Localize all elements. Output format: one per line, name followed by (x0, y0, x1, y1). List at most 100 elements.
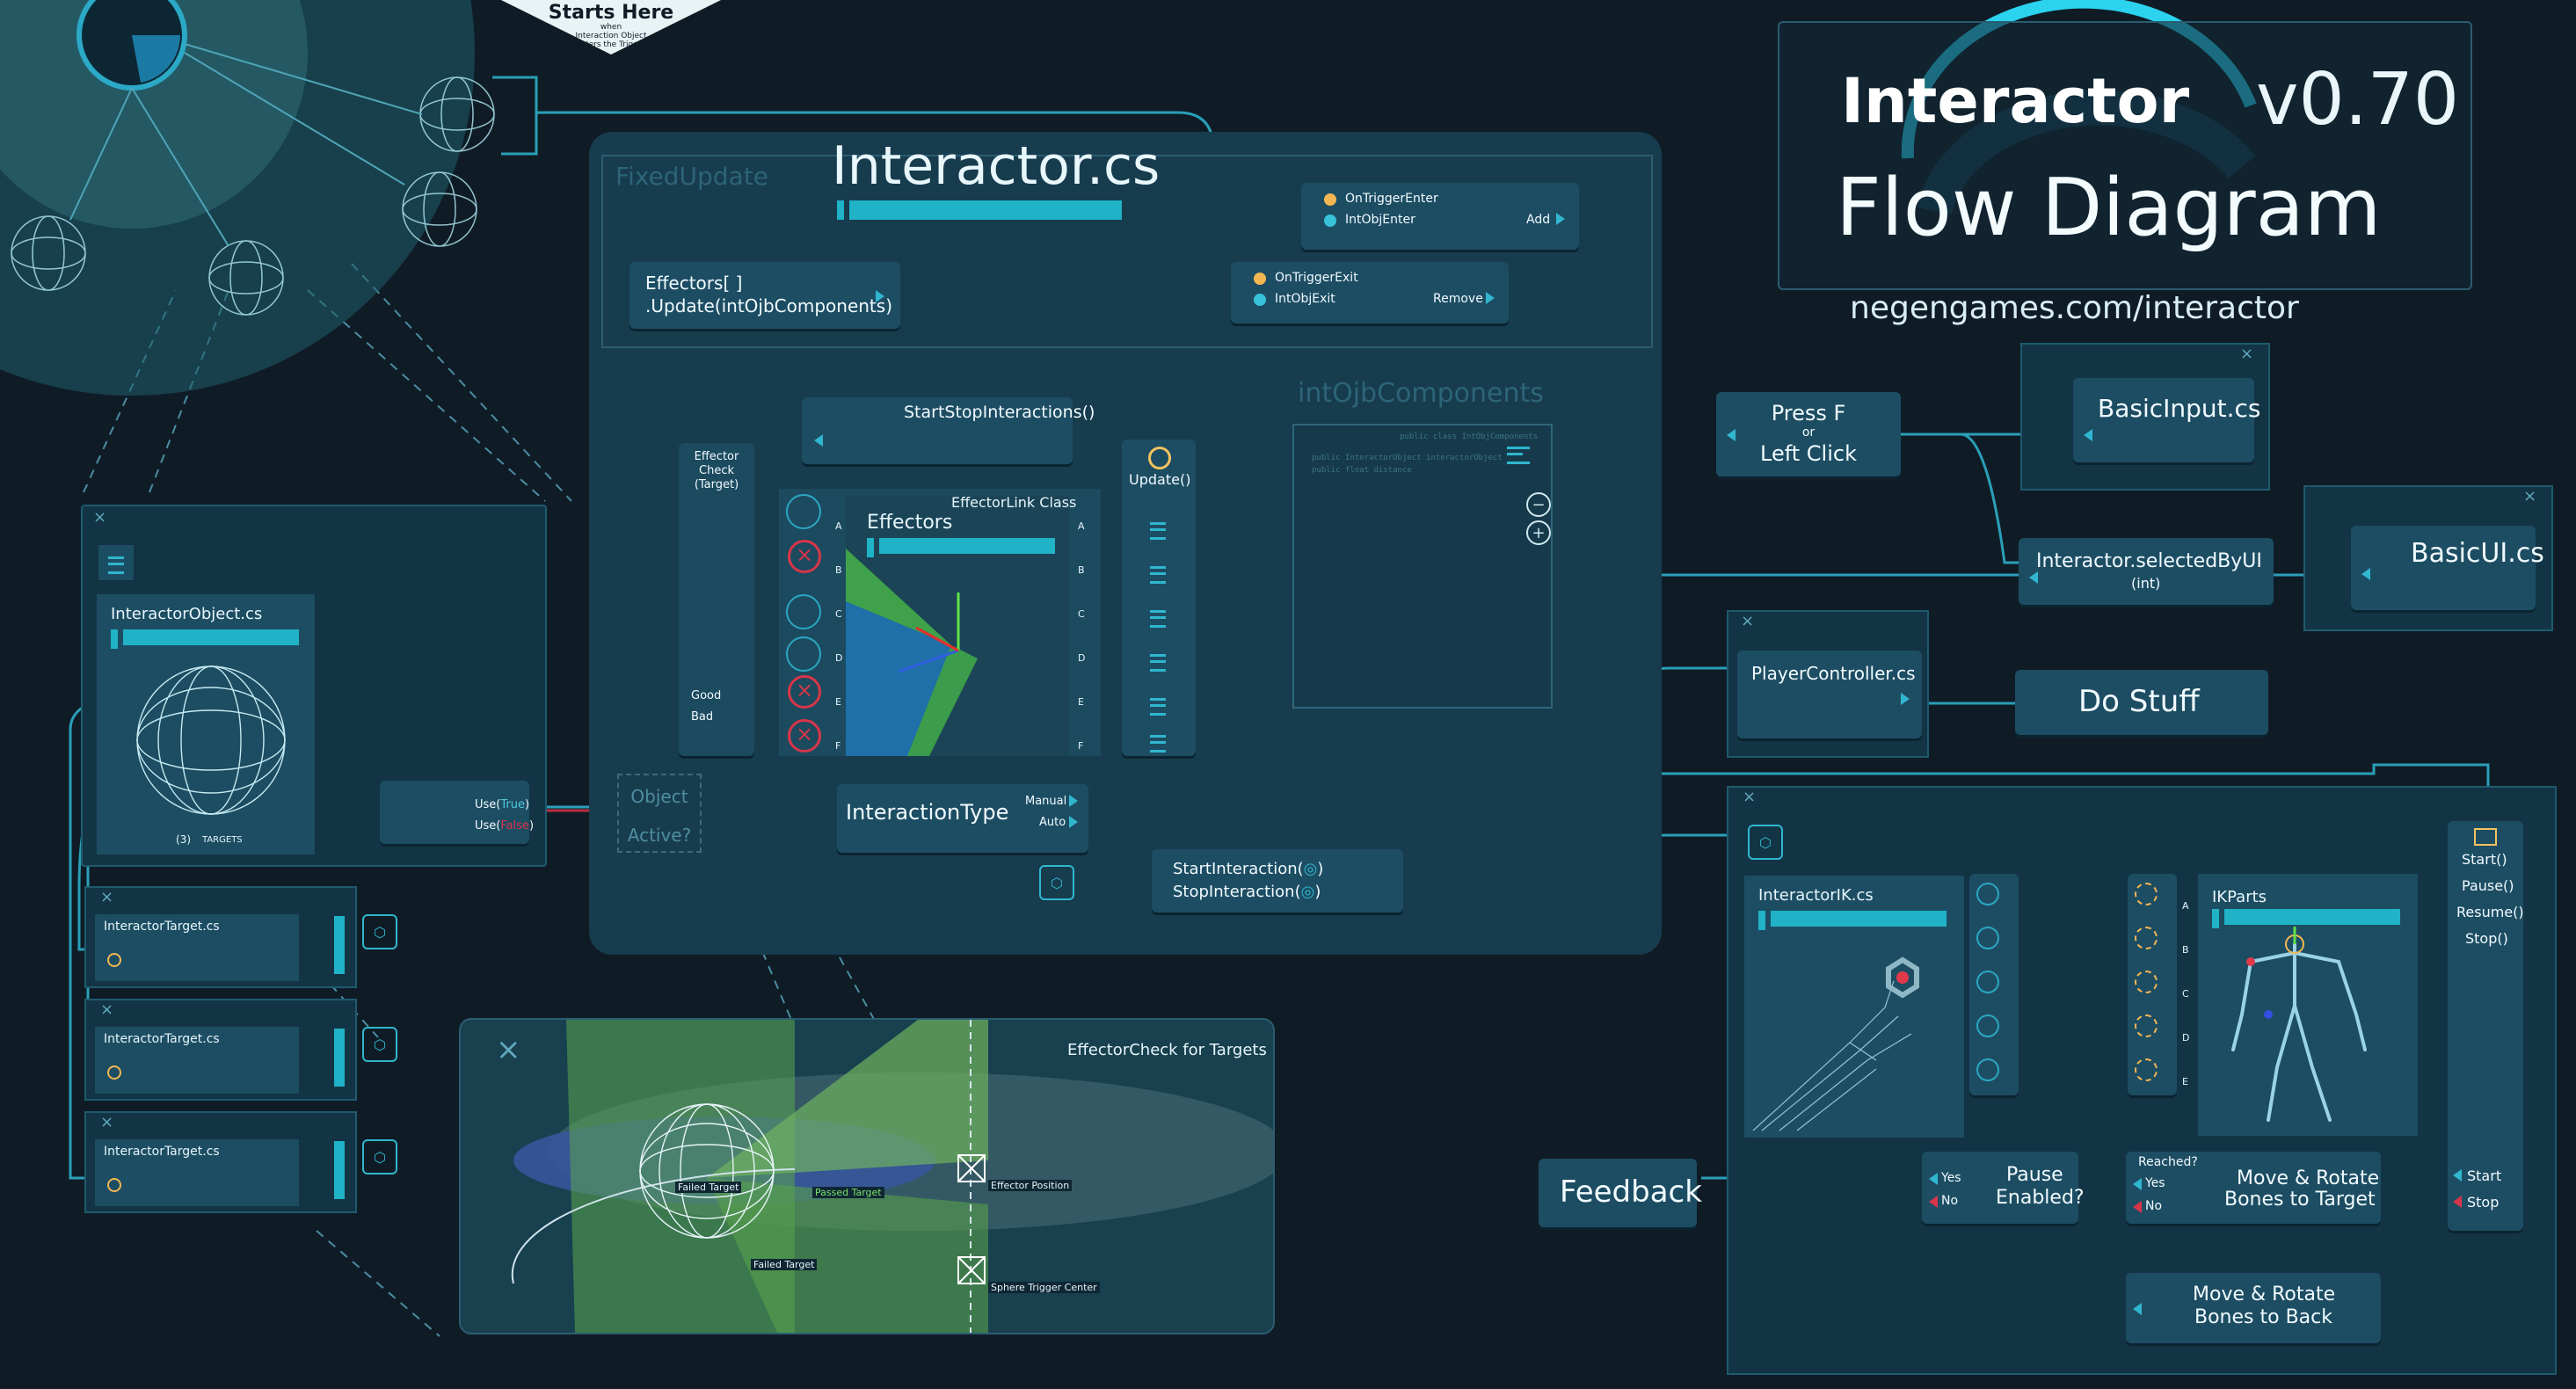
hex-link-icon[interactable]: ⬡ (362, 1139, 397, 1174)
int-obj-exit: IntObjExit (1275, 292, 1335, 306)
manual-arrow-icon (1069, 795, 1078, 807)
ik-slot-icon (1976, 927, 1999, 949)
ik-slot-dashed-icon (2135, 1014, 2158, 1037)
trigger-exit-node[interactable]: OnTriggerExit IntObjExit Remove (1231, 262, 1509, 324)
player-controller-node[interactable]: PlayerController.cs (1737, 651, 1922, 738)
ik-slot-dashed-icon (2135, 883, 2158, 905)
close-paren: ) (1314, 883, 1321, 901)
do-stuff-node[interactable]: Do Stuff (2015, 670, 2268, 735)
row-letters-right: A B C D E F (1078, 489, 1090, 756)
effector-check-title: EffectorCheck for Targets (1067, 1041, 1267, 1059)
start-stop-node[interactable]: StartStopInteractions() (802, 397, 1095, 464)
slot-good-icon (786, 494, 821, 529)
input-arrow-icon (2133, 1303, 2142, 1315)
yes-arrow-icon (1929, 1173, 1938, 1185)
output-arrow-icon (1901, 693, 1910, 705)
close-icon[interactable]: × (496, 1032, 521, 1067)
event-hex-icon (1324, 215, 1336, 227)
basic-input-node[interactable]: BasicInput.cs (2073, 378, 2261, 462)
method-stop: Stop() (2465, 930, 2508, 947)
target-panel-1: × InteractorTarget.cs (84, 886, 357, 988)
stop-label: Stop (2467, 1194, 2500, 1211)
start-line-1: when (600, 23, 622, 32)
update-node[interactable]: Update() (1122, 440, 1196, 756)
close-icon[interactable]: × (100, 1000, 114, 1019)
start-interaction-node[interactable]: StartInteraction(◎) StopInteraction(◎) (1152, 849, 1403, 913)
add-circle-icon[interactable]: + (1526, 520, 1551, 545)
target-panel-2: × InteractorTarget.cs (84, 999, 357, 1101)
interaction-type-node[interactable]: InteractionType Manual Auto (837, 784, 1088, 853)
close-icon[interactable]: × (100, 888, 114, 906)
close-icon[interactable]: × (1743, 788, 1757, 806)
move-to-back-node[interactable]: Move & Rotate Bones to Back (2126, 1273, 2381, 1343)
object-active-line1: Object (630, 786, 688, 807)
target-point-icon (107, 1178, 121, 1192)
interactor-ik-name: InteractorIK.cs (1758, 886, 1874, 905)
move-back-line1: Move & Rotate (2193, 1284, 2336, 1305)
fixed-update-frame (601, 155, 1653, 348)
stop-arrow-icon (2453, 1196, 2462, 1208)
hex-link-icon[interactable]: ⬡ (362, 1027, 397, 1062)
effector-check-panel: × EffectorCheck for Targets Failed Targe… (459, 1018, 1275, 1334)
use-true-prefix: Use( (475, 798, 501, 811)
row-b: B (2182, 944, 2189, 956)
ik-parts-bar (2212, 909, 2400, 928)
use-node[interactable]: Use(True) Use(False) (380, 781, 534, 844)
use-true-close: ) (524, 798, 530, 811)
move-to-target-node[interactable]: Reached? Yes No Move & Rotate Bones to T… (2126, 1152, 2381, 1224)
close-icon[interactable]: × (2240, 345, 2254, 363)
app-title: Interactor (1841, 65, 2190, 137)
row-f: F (1078, 740, 1084, 752)
interactor-object-name: InteractorObject.cs (111, 605, 263, 623)
hex-link-icon[interactable]: ⬡ (1039, 865, 1074, 900)
failed-target-label-1: Failed Target (675, 1182, 742, 1193)
close-icon[interactable]: × (93, 508, 107, 527)
input-arrow-icon (2029, 571, 2038, 584)
interactor-object-card: InteractorObject.cs (3) TARGETS (97, 594, 315, 854)
effector-check-line2: Check (699, 464, 734, 477)
press-f-line2: or (1801, 425, 1816, 440)
remove-circle-icon[interactable]: − (1526, 492, 1551, 517)
pause-enabled-node[interactable]: Yes No Pause Enabled? (1922, 1152, 2085, 1224)
target-point-icon (107, 1065, 121, 1080)
website-link[interactable]: negengames.com/interactor (1850, 290, 2299, 326)
circular-icon: ◎ (1300, 883, 1315, 901)
event-hex-icon (1254, 294, 1266, 306)
row-e: E (835, 696, 841, 708)
menu-icon (1150, 522, 1166, 540)
hex-link-icon[interactable]: ⬡ (1748, 825, 1783, 860)
targets-count: (3) (176, 833, 192, 846)
basic-ui-node[interactable]: BasicUI.cs (2351, 526, 2544, 610)
target-slot (334, 1141, 345, 1199)
use-true-label: Use(True) (475, 798, 529, 811)
row-c: C (2182, 988, 2189, 1000)
ik-slot-icon (1976, 1058, 1999, 1081)
ik-slot-icon (1976, 1014, 1999, 1037)
target-panel-3: × InteractorTarget.cs (84, 1111, 357, 1213)
trigger-enter-node[interactable]: OnTriggerEnter IntObjEnter Add (1301, 183, 1579, 250)
start-arrow-icon (2453, 1169, 2462, 1182)
target-icon (1148, 447, 1171, 469)
ik-methods-node[interactable]: Start() Pause() Resume() Stop() Start St… (2448, 821, 2524, 1231)
selected-type-label: (int) (2131, 575, 2161, 592)
selected-by-ui-node[interactable]: Interactor.selectedByUI (int) (2019, 538, 2274, 605)
effector-check-line1: Effector (694, 450, 739, 463)
start-label: Start (2467, 1167, 2502, 1184)
slot-failed-icon: × (788, 719, 821, 753)
feedback-node[interactable]: Feedback (1539, 1159, 1702, 1227)
update-label: Update() (1129, 471, 1191, 488)
pause-yes: Yes (1941, 1171, 1961, 1185)
close-icon[interactable]: × (1741, 612, 1755, 630)
feedback-label: Feedback (1560, 1174, 1702, 1210)
press-f-node[interactable]: Press F or Left Click (1716, 392, 1901, 476)
close-icon[interactable]: × (100, 1113, 114, 1131)
close-icon[interactable]: × (2523, 487, 2537, 505)
interactor-ik-card: InteractorIK.cs (1744, 876, 1964, 1138)
menu-button[interactable] (98, 545, 134, 580)
effectors-update-node[interactable]: Effectors[ ] .Update(intOjbComponents) (629, 262, 900, 329)
input-arrow-icon (2361, 568, 2370, 580)
hex-link-icon[interactable]: ⬡ (362, 914, 397, 949)
yes-arrow-icon (2133, 1178, 2142, 1190)
ik-parts-label: IKParts (2212, 888, 2267, 906)
manual-label: Manual (1025, 795, 1067, 808)
